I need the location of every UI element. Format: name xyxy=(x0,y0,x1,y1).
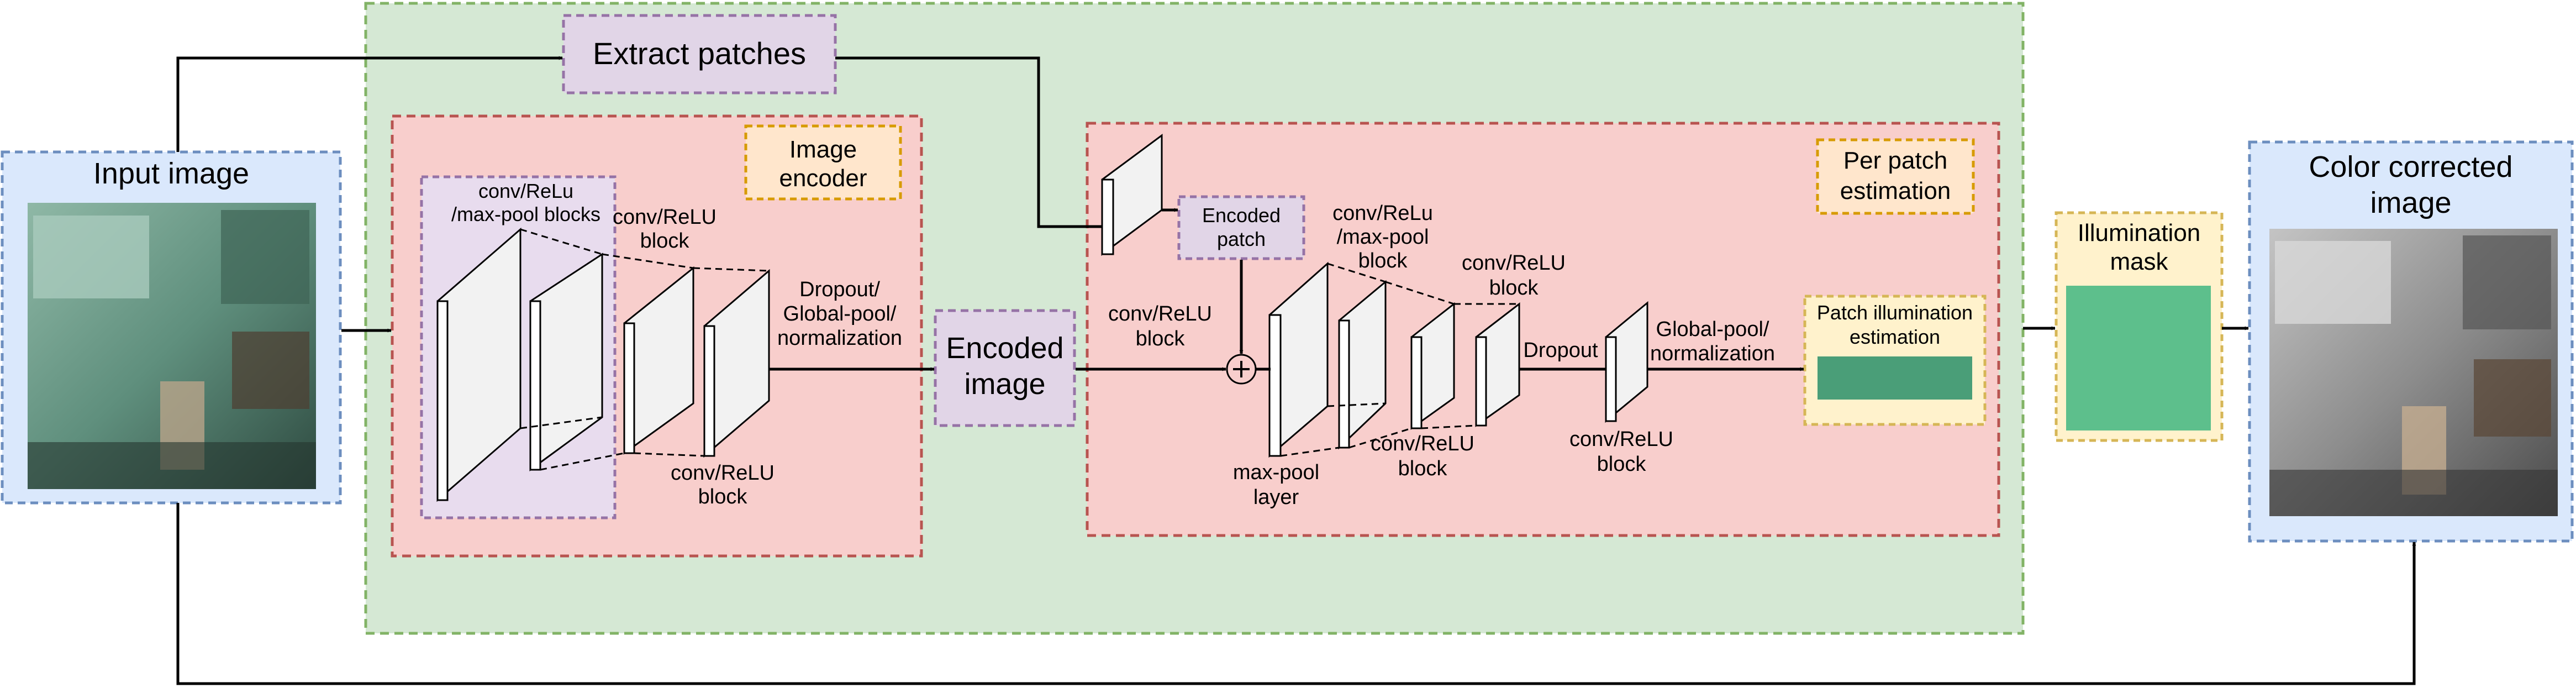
input-image-panel: Input image xyxy=(1,150,342,505)
encoded-patch-box: Encoded patch xyxy=(1177,195,1305,260)
encoded-patch-line2: patch xyxy=(1217,228,1266,250)
image-encoder-title: Image encoder xyxy=(744,124,902,201)
encoder-dropout-line1: Dropout/ xyxy=(799,278,880,301)
encoded-patch-line1: Encoded xyxy=(1202,204,1281,227)
extract-patches-label: Extract patches xyxy=(593,36,806,71)
patch-global-line1: Global-pool/ xyxy=(1656,318,1769,341)
patch-conv-bottom-line1: conv/ReLU xyxy=(1371,432,1474,455)
encoder-blocks-label-line1: conv/ReLu xyxy=(478,180,573,202)
output-title-line2: image xyxy=(2370,186,2451,219)
per-patch-title-line1: Per patch xyxy=(1843,147,1947,174)
patch-estimation-line2: estimation xyxy=(1850,326,1940,348)
encoder-layer-4 xyxy=(703,269,770,458)
patch-maxpool-line2: layer xyxy=(1253,486,1299,509)
output-title-line1: Color corrected xyxy=(2309,150,2512,183)
patch-conv-maxpool-layer xyxy=(1338,280,1387,450)
per-patch-title-line2: estimation xyxy=(1840,177,1951,204)
encoder-dropout-line3: normalization xyxy=(777,327,902,350)
patch-conv-last-layer xyxy=(1605,301,1648,423)
illumination-mask-box: Illumination mask xyxy=(2055,211,2224,442)
flow-connectors xyxy=(176,56,2416,685)
encoder-layer-2 xyxy=(529,253,603,471)
encoder-blocks-label-line2: /max-pool blocks xyxy=(451,203,600,225)
concat-plus-node xyxy=(1226,354,1257,385)
encoder-conv-top-line1: conv/ReLU xyxy=(613,206,717,229)
encoded-image-box: Encoded image xyxy=(934,309,1076,427)
patch-conv-top-line2: block xyxy=(1489,276,1539,300)
illumination-mask-line2: mask xyxy=(2110,248,2168,275)
image-encoder-title-line2: encoder xyxy=(779,165,867,192)
output-photo xyxy=(2269,229,2558,516)
patch-blocks-line3: block xyxy=(1358,249,1408,272)
patch-conv-first-line2: block xyxy=(1136,327,1186,350)
patch-conv-last-line1: conv/ReLU xyxy=(1569,428,1673,451)
input-image-title: Input image xyxy=(93,157,249,190)
patch-conv-last-line2: block xyxy=(1597,453,1647,476)
illumination-mask-swatch xyxy=(2066,286,2211,431)
encoded-image-line1: Encoded xyxy=(946,332,1063,365)
output-image-panel: Color corrected image xyxy=(2248,140,2574,543)
extract-patches-box: Extract patches xyxy=(562,14,837,95)
input-photo xyxy=(28,203,316,489)
patch-estimation-line1: Patch illumination xyxy=(1817,301,1973,324)
encoder-dropout-line2: Global-pool/ xyxy=(783,302,897,326)
patch-blocks-line2: /max-pool xyxy=(1337,225,1429,249)
encoder-conv-top-line2: block xyxy=(640,229,690,253)
encoder-connectors xyxy=(520,228,770,471)
patch-conv-top-line1: conv/ReLU xyxy=(1462,251,1566,275)
patch-illumination-estimation-box: Patch illumination estimation xyxy=(1803,295,1987,426)
encoder-layer-3 xyxy=(623,266,694,455)
encoder-conv-bottom-line2: block xyxy=(698,485,748,508)
patch-conv-layer-b xyxy=(1475,302,1520,427)
illumination-mask-line1: Illumination xyxy=(2078,219,2201,246)
patch-maxpool-line1: max-pool xyxy=(1233,461,1319,484)
image-encoder-title-line1: Image xyxy=(789,136,857,163)
per-patch-title: Per patch estimation xyxy=(1816,138,1975,215)
patch-conv-first-line1: conv/ReLU xyxy=(1108,302,1212,326)
patch-blocks-line1: conv/ReLu xyxy=(1332,202,1433,225)
patch-global-line2: normalization xyxy=(1650,342,1775,365)
patch-conv-bottom-line2: block xyxy=(1398,457,1448,480)
patch-connectors xyxy=(1280,262,1519,457)
patch-conv-layer-a xyxy=(1410,302,1455,430)
encoder-conv-bottom-line1: conv/ReLU xyxy=(671,461,775,485)
encoded-image-line2: image xyxy=(964,368,1045,401)
patch-illumination-swatch xyxy=(1818,356,1972,400)
encoder-layer-1 xyxy=(436,227,521,502)
patch-dropout-label: Dropout xyxy=(1523,339,1598,362)
